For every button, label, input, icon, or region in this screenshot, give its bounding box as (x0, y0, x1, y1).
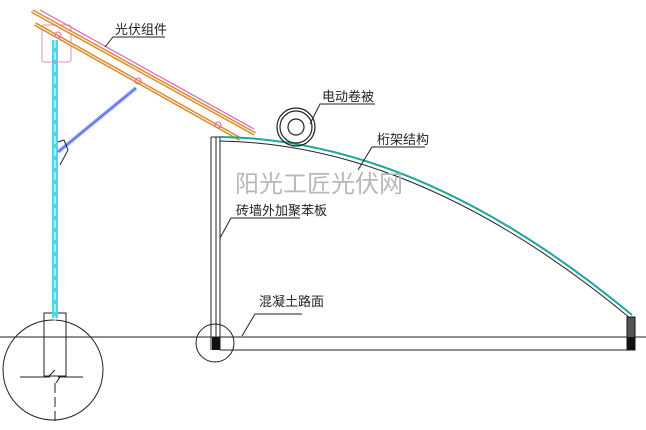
support-pole (52, 40, 58, 345)
wall-footing (212, 337, 220, 350)
watermark: 阳光工匠光伏网 (235, 170, 403, 198)
brick-wall (210, 136, 221, 350)
pv-module-label: 光伏组件 (104, 23, 167, 48)
electric-quilt-text: 电动卷被 (322, 89, 374, 105)
pole-foundation-detail (2, 312, 104, 425)
diagonal-brace (56, 86, 138, 166)
front-footing-base (627, 337, 635, 350)
pv-module-rails (31, 9, 256, 141)
brick-wall-text: 砖墙外加聚苯板 (236, 204, 327, 219)
concrete-road-text: 混凝土路面 (259, 294, 324, 310)
wall-detail-circle (195, 323, 235, 363)
truss-label: 桁架结构 (357, 133, 429, 171)
quilt-roller (276, 107, 316, 147)
truss-text: 桁架结构 (377, 133, 429, 148)
electric-quilt-label: 电动卷被 (309, 89, 375, 125)
brick-wall-label: 砖墙外加聚苯板 (219, 204, 327, 239)
concrete-road-label: 混凝土路面 (241, 294, 324, 337)
pv-module-text: 光伏组件 (115, 23, 167, 38)
truss-arch (219, 136, 633, 319)
